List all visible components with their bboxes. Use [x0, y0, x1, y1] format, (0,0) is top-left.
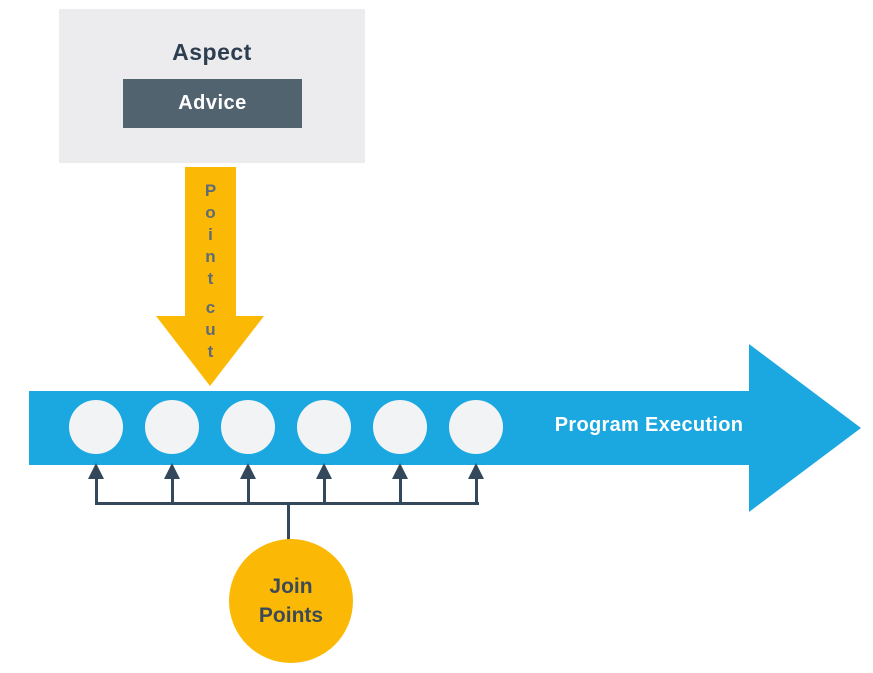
pointcut-letter: c [205, 298, 216, 317]
join-point-pointer-line [475, 477, 478, 505]
pointcut-arrow-stem [185, 167, 236, 317]
join-point-pointer-arrowhead-icon [392, 463, 408, 479]
pointcut-letter: t [207, 269, 214, 288]
join-point-pointer-line [171, 477, 174, 505]
execution-arrow-right-icon [749, 344, 861, 512]
pointcut-letter: t [207, 342, 214, 361]
join-points-label: Join Points [258, 575, 324, 627]
aspect-box: Aspect Advice [59, 9, 365, 163]
pointcut-letter: n [205, 247, 216, 266]
join-point-pointer-arrowhead-icon [468, 463, 484, 479]
execution-label: Program Execution [554, 414, 744, 436]
advice-box: Advice [123, 79, 302, 128]
join-point-pointer-line [399, 477, 402, 505]
connector-stem-line [287, 502, 290, 541]
pointcut-letter: o [205, 203, 216, 222]
aspect-title: Aspect [172, 39, 252, 65]
join-point-circle [145, 400, 199, 454]
join-point-circle [373, 400, 427, 454]
join-point-pointer-line [323, 477, 326, 505]
join-point-circle [297, 400, 351, 454]
join-point-pointer-arrowhead-icon [240, 463, 256, 479]
join-point-circle [69, 400, 123, 454]
join-point-pointer-arrowhead-icon [164, 463, 180, 479]
join-point-circle [449, 400, 503, 454]
advice-label: Advice [178, 92, 247, 114]
pointcut-letter: i [208, 225, 213, 244]
join-point-pointer-line [247, 477, 250, 505]
join-point-circle [221, 400, 275, 454]
join-point-pointer-line [95, 477, 98, 505]
join-point-pointer-arrowhead-icon [316, 463, 332, 479]
pointcut-letter: u [205, 320, 216, 339]
pointcut-letter: P [204, 181, 217, 200]
join-points-circle: Join Points [229, 539, 353, 663]
join-point-pointer-arrowhead-icon [88, 463, 104, 479]
pointcut-arrow-down-icon [156, 316, 264, 386]
